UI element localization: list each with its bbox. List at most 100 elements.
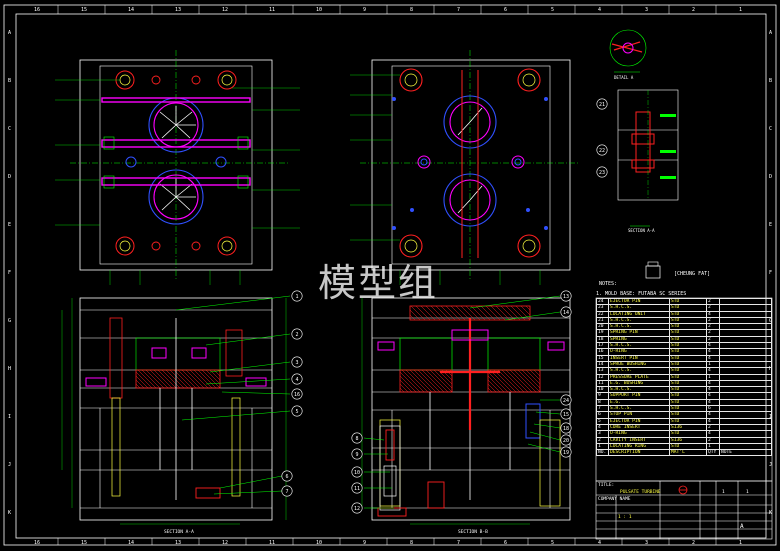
svg-text:24: 24 — [563, 398, 569, 404]
border-zone-letter: B — [8, 78, 11, 84]
bom-cell — [719, 386, 772, 394]
border-zone-number: 4 — [598, 7, 601, 13]
part-callout-24: 24 — [560, 394, 572, 406]
section-label-bottom-right: SECTION B-B — [458, 529, 488, 535]
part-callout-15: 15 — [560, 408, 572, 420]
bom-header-cell: NO. — [596, 449, 609, 457]
border-zone-number: 14 — [128, 540, 134, 546]
border-zone-number: 1 — [739, 7, 742, 13]
notes-heading: NOTES: — [599, 281, 618, 287]
svg-text:13: 13 — [563, 294, 569, 300]
border-zone-number: 7 — [457, 540, 460, 546]
section-view-b[interactable] — [361, 295, 571, 525]
border-zone-number: 3 — [645, 7, 648, 13]
border-zone-number: 4 — [598, 540, 601, 546]
part-callout-18: 18 — [560, 422, 572, 434]
logo-mark — [678, 485, 688, 495]
border-zone-letter: C — [8, 126, 11, 132]
bom-cell — [719, 423, 772, 432]
border-zone-letter: F — [8, 270, 11, 276]
border-zone-letter: I — [8, 414, 11, 420]
bom-cell — [719, 379, 772, 388]
revision-value: A — [740, 523, 744, 530]
part-callout-3: 3 — [291, 356, 303, 368]
border-zone-letter: A — [8, 30, 11, 36]
svg-text:4: 4 — [295, 377, 298, 383]
border-zone-number: 6 — [504, 540, 507, 546]
border-zone-number: 9 — [363, 7, 366, 13]
border-zone-letter: K — [8, 510, 11, 516]
border-zone-number: 15 — [81, 540, 87, 546]
svg-text:12: 12 — [354, 506, 360, 512]
border-zone-letter: D — [8, 174, 11, 180]
border-zone-number: 14 — [128, 7, 134, 13]
bom-header-cell: DESCRIPTION — [608, 449, 670, 457]
border-zone-letter: C — [769, 126, 772, 132]
border-zone-number: 15 — [81, 7, 87, 13]
part-callout-20: 20 — [560, 434, 572, 446]
border-zone-number: 12 — [222, 540, 228, 546]
bom-cell — [719, 348, 772, 356]
bom-cell — [719, 436, 772, 444]
part-callout-2: 2 — [291, 328, 303, 340]
svg-text:21: 21 — [599, 102, 605, 108]
bom-cell — [719, 354, 772, 362]
plan-view-core[interactable] — [350, 50, 580, 285]
part-callout-10: 10 — [351, 466, 363, 478]
mold-icon — [645, 261, 661, 279]
bom-cell — [719, 405, 772, 413]
border-zone-number: 2 — [692, 7, 695, 13]
border-zone-number: 13 — [175, 7, 181, 13]
border-zone-number: 5 — [551, 540, 554, 546]
svg-text:10: 10 — [354, 470, 360, 476]
bom-cell — [719, 335, 772, 344]
bom-cell — [719, 310, 772, 318]
sheet-border — [3, 4, 777, 546]
bom-cell — [719, 329, 772, 337]
svg-text:14: 14 — [563, 310, 569, 316]
part-callout-1: 1 — [291, 290, 303, 302]
notes-line-1: 1. MOLD BASE: FUTABA SC SERIES — [596, 291, 687, 297]
border-zone-letter: E — [769, 222, 772, 228]
border-zone-number: 10 — [316, 7, 322, 13]
plan-view-cavity[interactable] — [55, 50, 300, 285]
border-zone-number: 1 — [739, 540, 742, 546]
svg-text:16: 16 — [294, 392, 300, 398]
border-zone-number: 16 — [34, 7, 40, 13]
border-zone-letter: G — [8, 318, 11, 324]
part-callout-14: 14 — [560, 306, 572, 318]
title-block-frame — [595, 480, 773, 540]
part-callout-22: 22 — [596, 144, 608, 156]
border-zone-number: 11 — [269, 7, 275, 13]
svg-text:18: 18 — [563, 426, 569, 432]
bom-cell — [719, 360, 772, 369]
scale-value: 1 : 1 — [618, 515, 632, 520]
bom-cell — [719, 442, 772, 451]
detail-view[interactable] — [609, 29, 679, 227]
part-callout-9: 9 — [351, 448, 363, 460]
section-view-a[interactable] — [61, 295, 291, 525]
part-callout-23: 23 — [596, 166, 608, 178]
svg-text:23: 23 — [599, 170, 605, 176]
part-callout-6: 6 — [281, 470, 293, 482]
notes-block: NOTES: — [599, 281, 617, 287]
svg-text:7: 7 — [285, 489, 288, 495]
part-callout-13: 13 — [560, 290, 572, 302]
bom-header-cell: MAT'L — [669, 449, 707, 457]
